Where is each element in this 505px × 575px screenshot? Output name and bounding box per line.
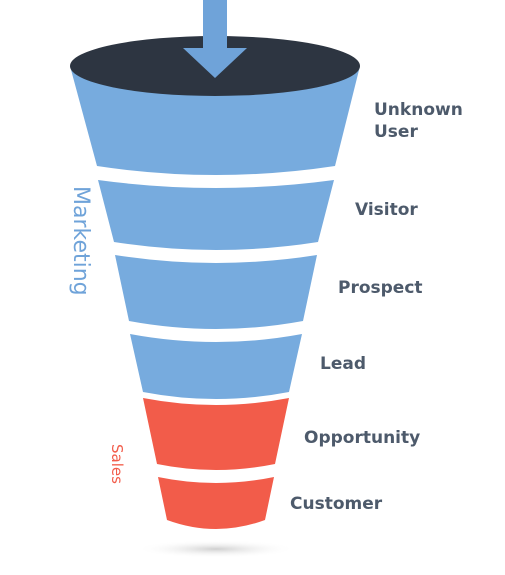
stage-label-lead: Lead (320, 354, 367, 374)
stage-label-unknown-user: Unknown User (374, 99, 463, 143)
stage-prospect-segment (115, 255, 317, 329)
stage-customer-segment (158, 477, 274, 529)
stage-lead-segment (130, 334, 302, 399)
marketing-group-label: Marketing (68, 186, 93, 296)
stage-opportunity-segment (143, 398, 289, 470)
stage-label-prospect: Prospect (338, 278, 423, 298)
arrow-down-icon (183, 0, 247, 78)
stage-label-customer: Customer (290, 494, 383, 514)
stage-unknown-user-segment (70, 66, 360, 175)
sales-group-label: Sales (108, 444, 126, 484)
stage-label-line: Unknown (374, 100, 463, 120)
stage-label-opportunity: Opportunity (304, 428, 421, 448)
stage-label-line: User (374, 122, 418, 142)
stage-label-visitor: Visitor (355, 200, 418, 220)
stage-visitor-segment (98, 180, 334, 250)
funnel-shadow (136, 540, 296, 558)
